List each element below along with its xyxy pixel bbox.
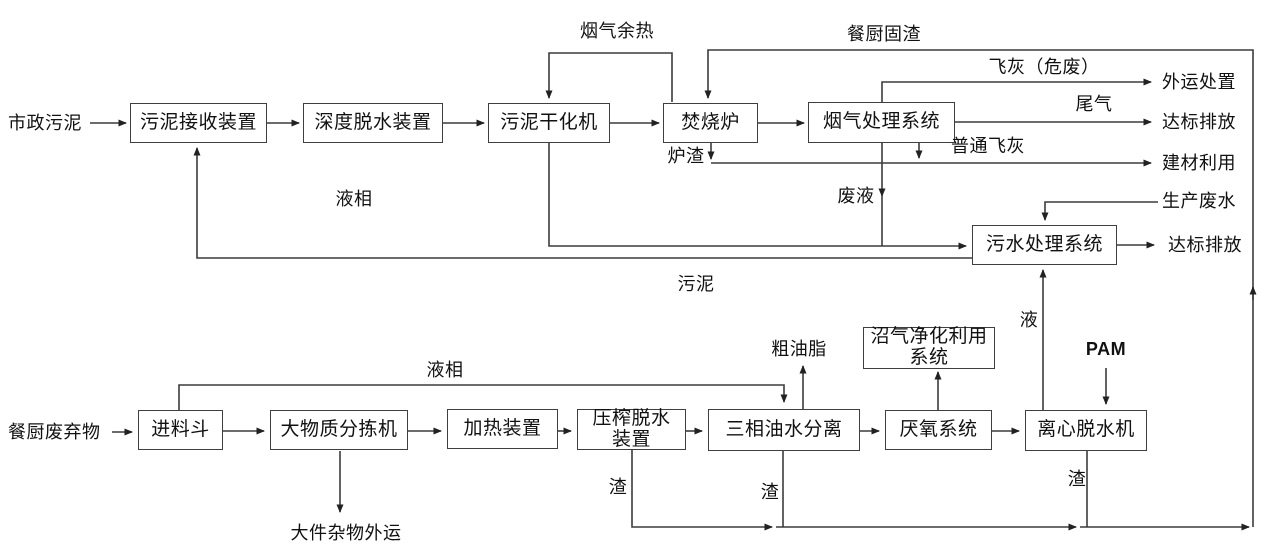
label-discharge-standard-1: 达标排放 bbox=[1162, 112, 1236, 132]
label-bulky-debris-out: 大件杂物外运 bbox=[290, 523, 402, 543]
node-biogas-system: 沼气净化利用 系统 bbox=[863, 327, 995, 369]
node-three-phase-separation: 三相油水分离 bbox=[708, 409, 860, 451]
label-flue-gas-heat: 烟气余热 bbox=[580, 21, 654, 41]
label-waste-liquid: 废液 bbox=[837, 186, 875, 206]
edge-sludge-return bbox=[193, 147, 972, 259]
label-liquid: 液 bbox=[1019, 310, 1039, 330]
node-large-object-sorter: 大物质分拣机 bbox=[270, 410, 408, 450]
edge-hopper-liquid-phase bbox=[178, 384, 788, 413]
label-pam: PAM bbox=[1085, 339, 1127, 359]
edge-dryer-liquid-to-wwt bbox=[548, 143, 967, 250]
node-heating-device: 加热装置 bbox=[447, 409, 558, 449]
label-offsite-disposal: 外运处置 bbox=[1162, 72, 1236, 92]
node-feed-hopper: 进料斗 bbox=[138, 410, 223, 450]
edge-press-residue bbox=[631, 450, 773, 531]
node-wastewater-system: 污水处理系统 bbox=[972, 225, 1117, 265]
label-kitchen-waste: 餐厨废弃物 bbox=[8, 422, 101, 442]
label-furnace-slag: 炉渣 bbox=[667, 146, 705, 166]
label-liquid-phase-bottom: 液相 bbox=[426, 360, 464, 380]
label-fly-ash-hazardous: 飞灰（危废） bbox=[988, 57, 1100, 77]
label-residue-centrifuge: 渣 bbox=[1067, 469, 1087, 489]
label-production-wastewater: 生产废水 bbox=[1162, 191, 1236, 211]
edge-fly-ash-hazardous bbox=[881, 78, 1152, 102]
node-centrifugal-dewaterer: 离心脱水机 bbox=[1025, 410, 1147, 451]
label-kitchen-solid-residue: 餐厨固渣 bbox=[847, 24, 921, 44]
label-discharge-standard-2: 达标排放 bbox=[1168, 235, 1242, 255]
label-building-material: 建材利用 bbox=[1162, 153, 1236, 173]
label-residue-separation: 渣 bbox=[760, 482, 780, 502]
edge-production-wastewater bbox=[1041, 201, 1158, 221]
label-liquid-phase-top: 液相 bbox=[335, 189, 373, 209]
node-sludge-receiving: 污泥接收装置 bbox=[130, 103, 267, 143]
node-incinerator: 焚烧炉 bbox=[663, 103, 758, 143]
label-tail-gas: 尾气 bbox=[1075, 94, 1113, 114]
edge-layer bbox=[90, 49, 1257, 531]
node-anaerobic-system: 厌氧系统 bbox=[885, 410, 992, 450]
node-flue-gas-system: 烟气处理系统 bbox=[808, 102, 955, 143]
node-deep-dewatering: 深度脱水装置 bbox=[303, 103, 443, 143]
node-sludge-dryer: 污泥干化机 bbox=[488, 103, 610, 143]
label-crude-grease: 粗油脂 bbox=[771, 339, 827, 359]
label-residue-press: 渣 bbox=[608, 477, 628, 497]
label-municipal-sludge: 市政污泥 bbox=[8, 113, 82, 133]
label-sludge-return: 污泥 bbox=[677, 274, 715, 294]
edge-flue-gas-heat bbox=[545, 52, 673, 102]
label-ordinary-fly-ash: 普通飞灰 bbox=[951, 136, 1025, 156]
node-press-dewatering: 压榨脱水 装置 bbox=[577, 408, 686, 450]
